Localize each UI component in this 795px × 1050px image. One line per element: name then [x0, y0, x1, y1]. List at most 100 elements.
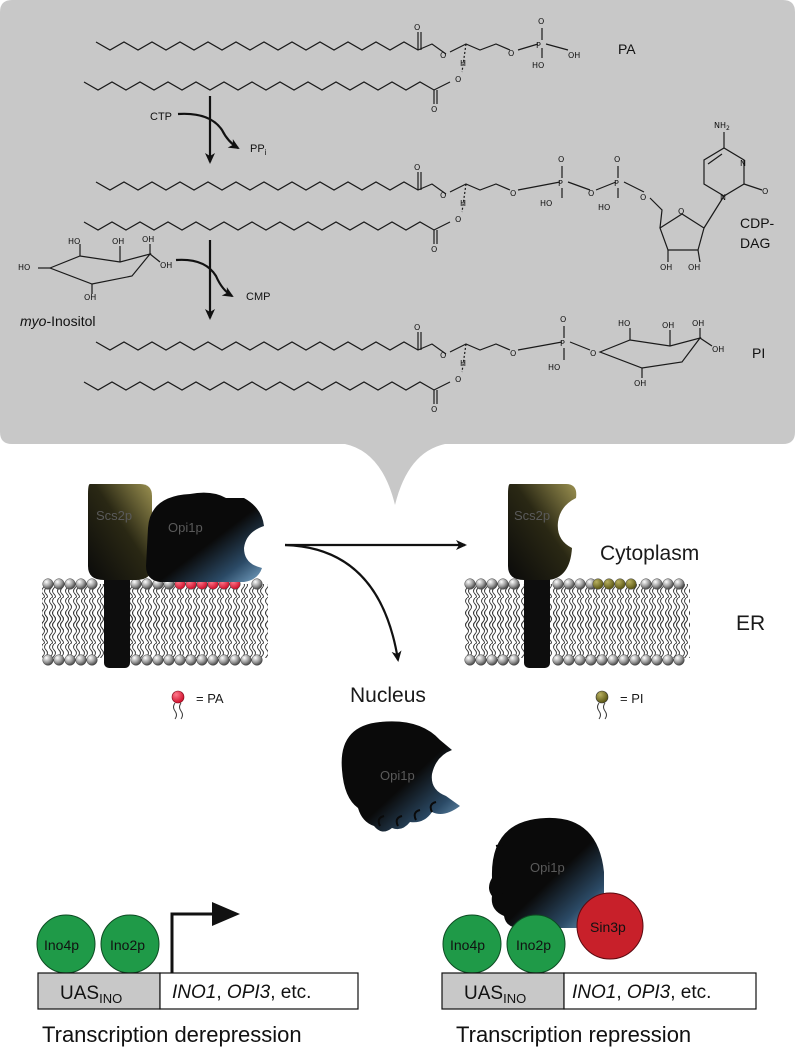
lipid-headgroup [42, 654, 54, 666]
lipid-headgroup [486, 654, 498, 666]
cytoplasm-label: Cytoplasm [600, 542, 699, 565]
lipid-headgroup [86, 578, 98, 590]
ino-oh-3: OH [160, 261, 172, 270]
cmp-reaction: CMP [175, 240, 270, 320]
transcription-start-arrow [170, 912, 215, 973]
cdp-p2-ho: HO [598, 203, 610, 212]
pi-o-carbonyl-1: O [414, 323, 420, 332]
right-heads-bottom [464, 654, 685, 666]
cyt-n3: N [740, 159, 746, 168]
lipid-headgroup [53, 578, 65, 590]
ribose-ring [659, 213, 705, 251]
lipid-headgroup [475, 578, 487, 590]
lipid-headgroup [42, 578, 54, 590]
pa-o-carbonyl-1: O [414, 23, 420, 32]
pa-molecule: O O O P O OH HO H O O PA [83, 17, 636, 114]
pi-chain-lower [83, 381, 451, 391]
myo-inositol: HO HO OH OH OH OH myo-Inositol [18, 235, 172, 329]
lipid-headgroup [251, 578, 263, 590]
lipid-headgroup [640, 578, 652, 590]
pi-legend: = PI [595, 690, 644, 720]
er-label: ER [736, 612, 765, 635]
scs2p-right: Scs2p [508, 484, 577, 668]
lipid-headgroup [64, 578, 76, 590]
uas-label-left: UASINO [60, 983, 122, 1006]
lipid-headgroup [563, 578, 575, 590]
ribose-oh-1: OH [688, 263, 700, 272]
pi-headgroup [603, 578, 615, 590]
pi-p-o-top: O [560, 315, 566, 324]
lipid-headgroup [130, 578, 142, 590]
lipid-headgroup [673, 578, 685, 590]
scs2p-label-left: Scs2p [96, 508, 132, 523]
lipid-headgroup [486, 578, 498, 590]
lipid-headgroup [229, 654, 241, 666]
cdp-chain-lower [83, 221, 451, 231]
pa-o-top: O [538, 17, 544, 26]
lipid-headgroup [196, 654, 208, 666]
pi-o-1: O [510, 349, 516, 358]
pa-o-ester-1: O [440, 51, 446, 60]
ino4p-label-left: Ino4p [44, 937, 79, 953]
cdp-o-carbonyl-2: O [431, 245, 437, 254]
gene-box-right [563, 972, 757, 1010]
scs2p-left: Scs2p [88, 484, 152, 668]
lipid-headgroup [464, 654, 476, 666]
uas-label-right: UASINO [464, 983, 526, 1006]
pa-o-ester-2: O [455, 75, 461, 84]
opi1p-label-promoter: Opi1p [530, 860, 565, 875]
scs2p-label-right: Scs2p [514, 508, 550, 523]
ino-ho-2: HO [68, 237, 80, 246]
lipid-headgroup [152, 654, 164, 666]
lipid-headgroup [251, 654, 263, 666]
pi-o-link: O [590, 349, 596, 358]
ino-oh-2: OH [142, 235, 154, 244]
ino2p-label-left: Ino2p [110, 937, 145, 953]
lipid-headgroup [673, 654, 685, 666]
pi-headgroup [614, 578, 626, 590]
pi-legend-label: = PI [620, 691, 644, 706]
pi-label: PI [752, 345, 765, 361]
uas-box-right [441, 972, 565, 1010]
cdp-dag-label-1: CDP- [740, 215, 775, 231]
pa-o-phos: O [508, 49, 514, 58]
lipid-headgroup [574, 578, 586, 590]
lipid-headgroup [475, 654, 487, 666]
pa-legend: = PA [171, 690, 224, 720]
pi-p-ho: HO [548, 363, 560, 372]
pa-label: PA [618, 41, 636, 57]
opi1p-left: Opi1p [146, 492, 264, 582]
lipid-headgroup [464, 578, 476, 590]
arrow-to-nucleus [284, 543, 402, 662]
ribose-oh-2: OH [660, 263, 672, 272]
lipid-headgroup [618, 654, 630, 666]
lipid-headgroup [141, 654, 153, 666]
lipid-headgroup [508, 578, 520, 590]
myo-inositol-label: myo-Inositol [20, 313, 95, 329]
pi-o-ester-2: O [455, 375, 461, 384]
ctp-label: CTP [150, 111, 172, 123]
right-bilayer-tails-bottom [464, 612, 690, 658]
cdp-o-bridge: O [588, 189, 594, 198]
pi-ino-oh-3: OH [712, 345, 724, 354]
left-caption: Transcription derepression [42, 1022, 302, 1047]
cdp-p1-ho: HO [540, 199, 552, 208]
lipid-headgroup [607, 654, 619, 666]
lipid-headgroup [662, 578, 674, 590]
opi1p-label-left: Opi1p [168, 520, 203, 535]
lipid-headgroup [240, 654, 252, 666]
pi-o-ester-1: O [440, 351, 446, 360]
ppi-label: PPi [250, 143, 267, 157]
cyt-nh2: NH2 [714, 121, 730, 132]
lipid-headgroup [662, 654, 674, 666]
gene-box-left [159, 972, 359, 1010]
cmp-label: CMP [246, 291, 270, 303]
lipid-headgroup [218, 654, 230, 666]
pa-p: P [536, 41, 541, 50]
pi-headgroup [592, 578, 604, 590]
lipid-headgroup [585, 654, 597, 666]
pa-h: H [460, 59, 466, 68]
genes-label-left: INO1, OPI3, etc. [172, 982, 311, 1003]
cdp-o-carbonyl-1: O [414, 163, 420, 172]
